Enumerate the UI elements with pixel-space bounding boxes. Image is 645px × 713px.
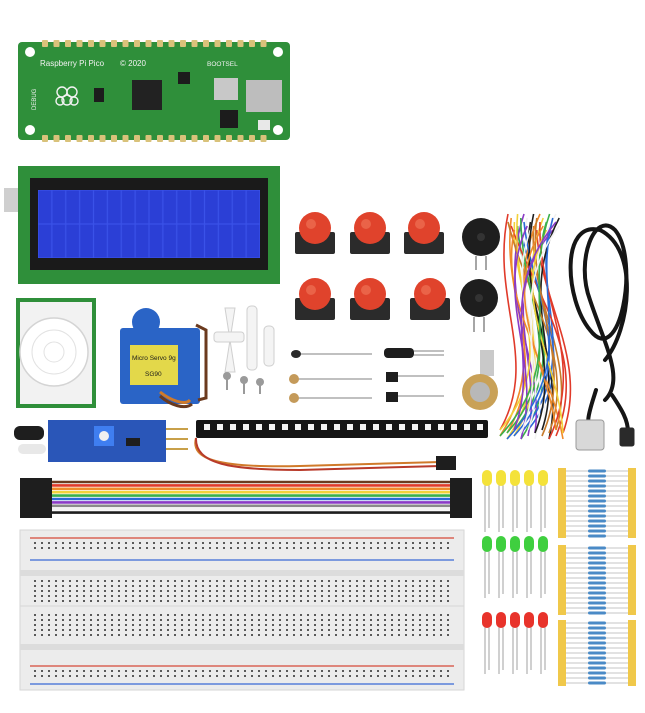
push-buttons (295, 212, 450, 320)
debug-label: DEBUG (32, 88, 38, 110)
lcd-module (4, 166, 280, 284)
breadboard-bottom (19, 605, 465, 691)
buzzers (460, 218, 500, 332)
servo-horns (213, 305, 275, 373)
breadboard-top (19, 529, 465, 615)
screws (223, 372, 264, 394)
ir-sensor-module (14, 420, 188, 462)
raspberry-logo-icon (55, 86, 79, 106)
servo-label-line1: Micro Servo 9g (132, 355, 176, 362)
leds (482, 470, 548, 674)
small-sensors (289, 348, 444, 403)
potentiometer (462, 350, 498, 410)
ribbon-cable (20, 478, 472, 518)
rp2040-chip (132, 80, 162, 110)
servo-motor: Micro Servo 9g SG90 (120, 308, 208, 409)
led-strip (194, 420, 488, 472)
pico-board: Raspberry Pi Pico © 2020 BOOTSEL DEBUG (18, 40, 290, 142)
pico-year-text: © 2020 (120, 59, 146, 68)
usb-cable (568, 223, 635, 451)
resistor-strips (558, 468, 636, 686)
pir-sensor (16, 298, 96, 408)
bootsel-button (214, 78, 238, 100)
servo-label-line2: SG90 (145, 371, 162, 378)
jumper-wire-bundle (499, 213, 572, 440)
pico-name-text: Raspberry Pi Pico (40, 59, 105, 68)
bootsel-label: BOOTSEL (207, 61, 238, 68)
usb-port (246, 80, 282, 112)
